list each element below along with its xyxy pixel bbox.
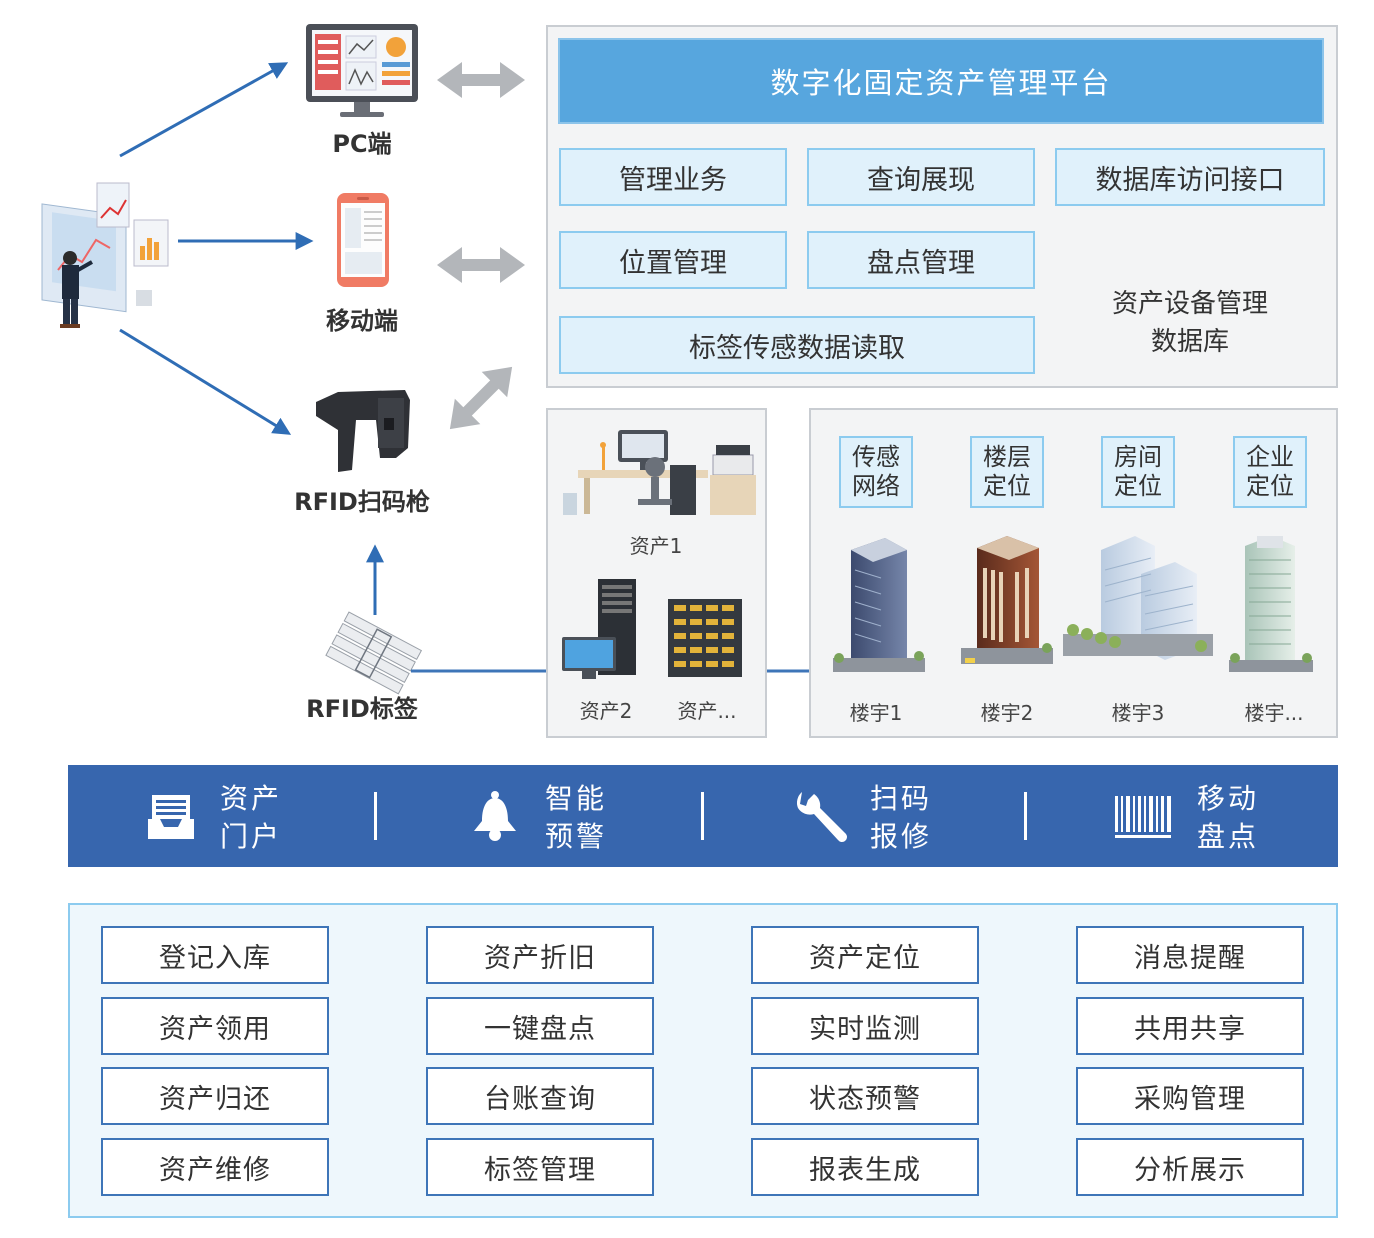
feature-asset-portal: 资产 门户 [220, 780, 282, 856]
locator-room-line2: 定位 [1114, 472, 1162, 500]
building-1-icon [833, 538, 925, 672]
tag-label: RFID标签 [306, 695, 418, 723]
locator-enterprise-line1: 企业 [1246, 443, 1294, 471]
function-item: 实时监测 [751, 997, 979, 1055]
pc-monitor-icon [306, 24, 418, 117]
mobile-label: 移动端 [326, 307, 398, 335]
building-2-label: 楼宇2 [980, 701, 1034, 725]
building-3-label: 楼宇3 [1111, 701, 1165, 725]
locator-room-line1: 房间 [1114, 443, 1162, 471]
wrench-icon [796, 792, 847, 842]
bell-icon [474, 791, 516, 841]
feature-asset-portal-line2: 门户 [220, 820, 283, 853]
database-label-line1: 资产设备管理 [1111, 289, 1268, 319]
function-item: 资产归还 [101, 1067, 329, 1125]
asset-2-label: 资产2 [579, 699, 633, 723]
feature-separator [374, 792, 377, 840]
feature-asset-portal-line1: 资产 [220, 782, 283, 815]
asset-more-label: 资产... [677, 699, 737, 723]
barcode-icon [1115, 796, 1171, 838]
user-dashboard-illustration [41, 182, 169, 328]
feature-scan-repair-line1: 扫码 [870, 782, 933, 815]
database-label: 资产设备管理 数据库 [1056, 285, 1324, 361]
building-more-label: 楼宇... [1244, 701, 1304, 725]
function-item: 一键盘点 [426, 997, 654, 1055]
locator-floor: 楼层 定位 [970, 436, 1044, 508]
function-item: 消息提醒 [1076, 926, 1304, 984]
feature-scan-repair-line2: 报修 [870, 820, 933, 853]
locator-floor-line2: 定位 [983, 472, 1031, 500]
arrow-to-scanner [119, 328, 292, 435]
platform-title: 数字化固定资产管理平台 [558, 38, 1324, 124]
function-item: 分析展示 [1076, 1138, 1304, 1196]
feature-separator [701, 792, 704, 840]
function-item: 资产维修 [101, 1138, 329, 1196]
locator-floor-line1: 楼层 [983, 443, 1031, 471]
feature-mobile-inventory-line2: 盘点 [1197, 820, 1260, 853]
function-item: 资产领用 [101, 997, 329, 1055]
double-arrow-mobile [437, 247, 525, 283]
inbox-icon [148, 795, 194, 839]
function-item: 登记入库 [101, 926, 329, 984]
mobile-phone-icon [337, 193, 389, 287]
feature-separator [1024, 792, 1027, 840]
building-1-label: 楼宇1 [849, 701, 903, 725]
building-4-icon [1229, 536, 1313, 672]
module-db-interface: 数据库访问接口 [1055, 148, 1325, 206]
locator-enterprise: 企业 定位 [1233, 436, 1307, 508]
locator-sensor-network-line2: 网络 [852, 472, 900, 500]
function-item: 共用共享 [1076, 997, 1304, 1055]
scanner-label: RFID扫码枪 [294, 488, 430, 516]
function-item: 台账查询 [426, 1067, 654, 1125]
double-arrow-pc [437, 62, 525, 98]
feature-scan-repair: 扫码 报修 [870, 780, 932, 856]
function-item: 状态预警 [751, 1067, 979, 1125]
module-query: 查询展现 [807, 148, 1035, 206]
office-desk-icon [563, 430, 756, 515]
rfid-scanner-icon [316, 390, 410, 472]
double-arrow-scanner [449, 366, 513, 430]
locator-room: 房间 定位 [1101, 436, 1175, 508]
arrow-to-pc [119, 62, 289, 158]
module-tag-sensor: 标签传感数据读取 [559, 316, 1035, 374]
database-label-line2: 数据库 [1150, 327, 1229, 357]
buildings-illustration [833, 536, 1313, 672]
feature-smart-alert-line1: 智能 [545, 782, 608, 815]
servers-icon [562, 579, 742, 679]
rfid-tags-icon [325, 611, 423, 695]
feature-smart-alert: 智能 预警 [545, 780, 607, 856]
module-management: 管理业务 [559, 148, 787, 206]
function-item: 采购管理 [1076, 1067, 1304, 1125]
feature-mobile-inventory-line1: 移动 [1197, 782, 1260, 815]
pc-label: PC端 [332, 130, 392, 158]
asset-1-label: 资产1 [629, 534, 683, 558]
building-2-icon [961, 536, 1053, 664]
building-3-icon [1063, 536, 1213, 660]
function-item: 资产折旧 [426, 926, 654, 984]
function-item: 报表生成 [751, 1138, 979, 1196]
feature-mobile-inventory: 移动 盘点 [1197, 780, 1259, 856]
feature-smart-alert-line2: 预警 [545, 820, 608, 853]
function-item: 标签管理 [426, 1138, 654, 1196]
locator-sensor-network: 传感 网络 [839, 436, 913, 508]
module-inventory: 盘点管理 [807, 231, 1035, 289]
function-item: 资产定位 [751, 926, 979, 984]
locator-sensor-network-line1: 传感 [852, 443, 900, 471]
module-location: 位置管理 [559, 231, 787, 289]
locator-enterprise-line2: 定位 [1246, 472, 1294, 500]
